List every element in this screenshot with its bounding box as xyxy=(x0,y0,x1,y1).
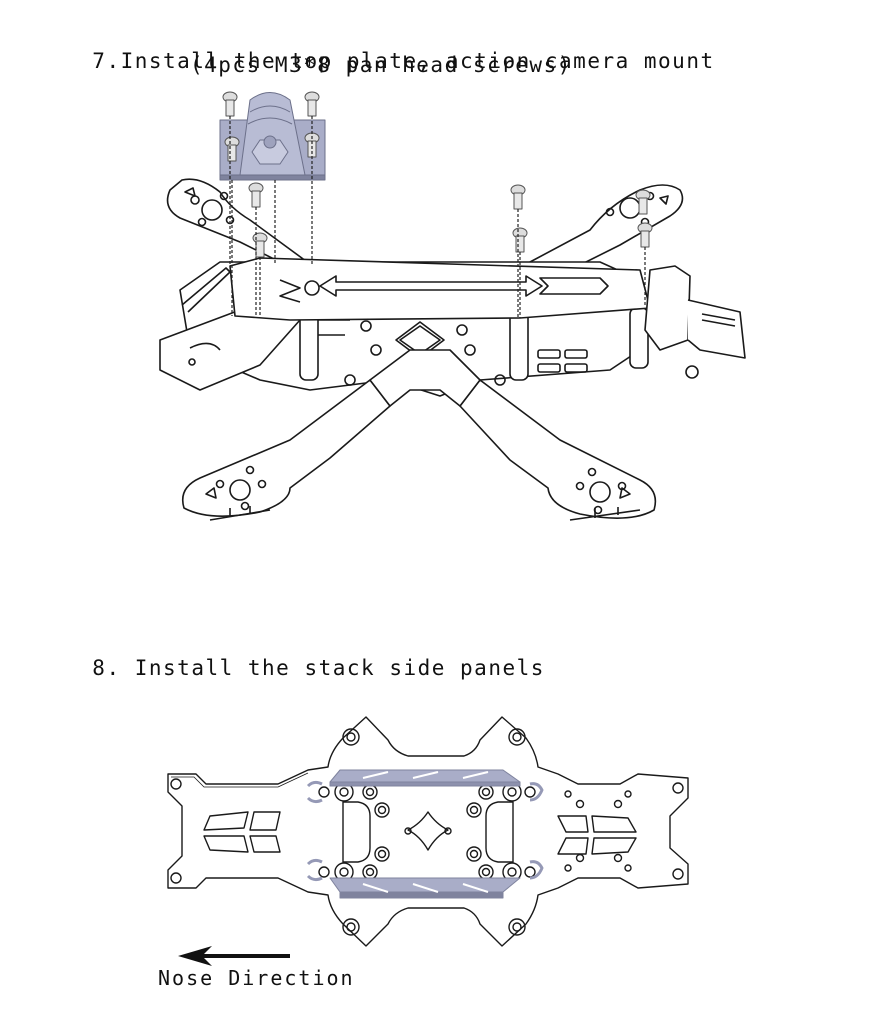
screw-icon xyxy=(635,189,651,215)
arm-front-left-lower xyxy=(181,379,391,521)
screw-icon xyxy=(637,222,653,248)
guide-lines xyxy=(229,116,646,318)
stack-side-panel-bottom xyxy=(306,858,544,899)
step8-heading: 8. Install the stack side panels xyxy=(64,632,545,680)
step8-number: 8. xyxy=(92,656,121,680)
screw-icon xyxy=(510,184,526,210)
mount-holes xyxy=(170,728,684,936)
step7-heading: 7.Install the top plate, action camera m… xyxy=(64,25,715,73)
strap-slots-right xyxy=(557,815,637,855)
screw-icon xyxy=(512,227,528,253)
step8-frame-topview-illustration xyxy=(158,712,698,952)
top-plate xyxy=(229,257,651,321)
screw-icon xyxy=(222,91,238,117)
step8-title: Install the stack side panels xyxy=(134,656,545,680)
step7-subtitle: (4pcs M3*8 pan head screws) xyxy=(190,53,572,77)
arm-front-right-lower xyxy=(459,379,657,521)
screw-icon xyxy=(224,136,240,162)
stack-side-panel-top xyxy=(306,769,544,804)
strap-slots-left xyxy=(203,811,281,853)
camera-mount-installed xyxy=(644,265,746,379)
screw-icon xyxy=(248,182,264,208)
arrow-left-icon xyxy=(178,946,290,966)
step7-frame-illustration xyxy=(140,80,760,530)
nose-direction-arrow xyxy=(176,944,296,968)
step7-title: Install the top plate, action camera mou… xyxy=(120,49,715,73)
screw-icon xyxy=(304,91,320,117)
step7-number: 7. xyxy=(92,49,121,73)
action-camera-mount xyxy=(219,92,326,181)
center-diamond xyxy=(407,811,449,851)
nose-direction-label: Nose Direction xyxy=(158,966,355,990)
arm-rear-left xyxy=(166,178,311,265)
arm-rear-right xyxy=(529,184,684,266)
